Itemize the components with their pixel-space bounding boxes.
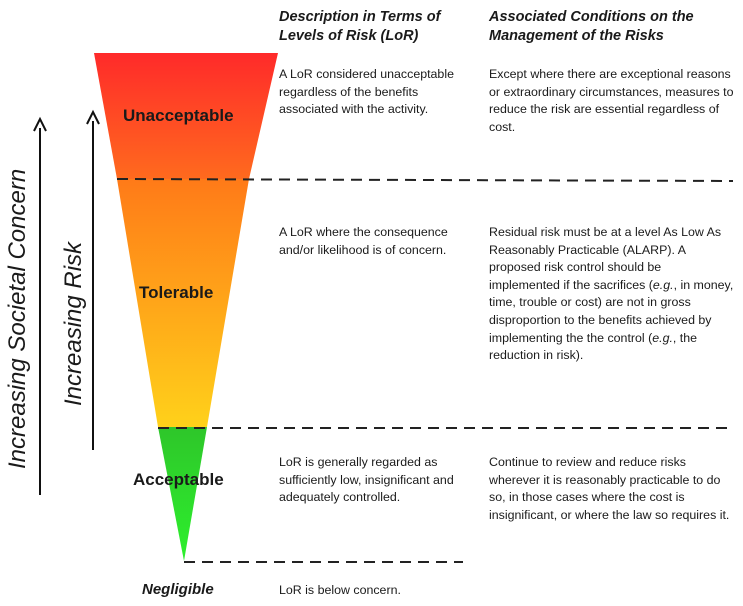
description-column-header: Description in Terms of Levels of Risk (… [279,9,441,44]
tolerable-conditions-part: , the reduction in risk). [489,330,698,363]
arrow-up-icon [86,109,100,450]
tolerable-description: A LoR where the consequence and/or likel… [279,225,448,257]
unacceptable-conditions: Except where there are exceptional reaso… [489,67,734,134]
zone-label-acceptable: Acceptable [133,470,224,489]
arrow-up-icon [33,116,47,495]
tolerable-zone [117,179,249,427]
unacceptable-zone [94,53,278,179]
tolerable-conditions-part: e.g. [652,330,673,345]
divider-unacceptable-tolerable [116,178,734,182]
tolerable-conditions-part: e.g. [652,277,674,292]
acceptable-description: LoR is generally regarded as sufficientl… [279,455,454,505]
zone-label-negligible: Negligible [142,581,214,598]
acceptable-conditions: Continue to review and reduce risks wher… [489,455,730,522]
acceptable-zone [158,427,207,561]
zone-label-tolerable: Tolerable [139,283,214,302]
axis-label-societal-concern: Increasing Societal Concern [4,168,31,469]
zone-label-unacceptable: Unacceptable [123,106,234,125]
unacceptable-description: A LoR considered unacceptable regardless… [279,67,454,117]
conditions-column-header: Associated Conditions on the Management … [489,9,694,44]
tolerable-conditions: Residual risk must be at a level As Low … [489,224,734,365]
tolerable-conditions-part: , in money, time, trouble or cost) are n… [489,277,734,345]
negligible-description: LoR is below concern. [279,583,401,597]
axis-label-increasing-risk: Increasing Risk [60,241,87,406]
tolerable-conditions-part: Residual risk must be at a level As Low … [489,225,722,292]
